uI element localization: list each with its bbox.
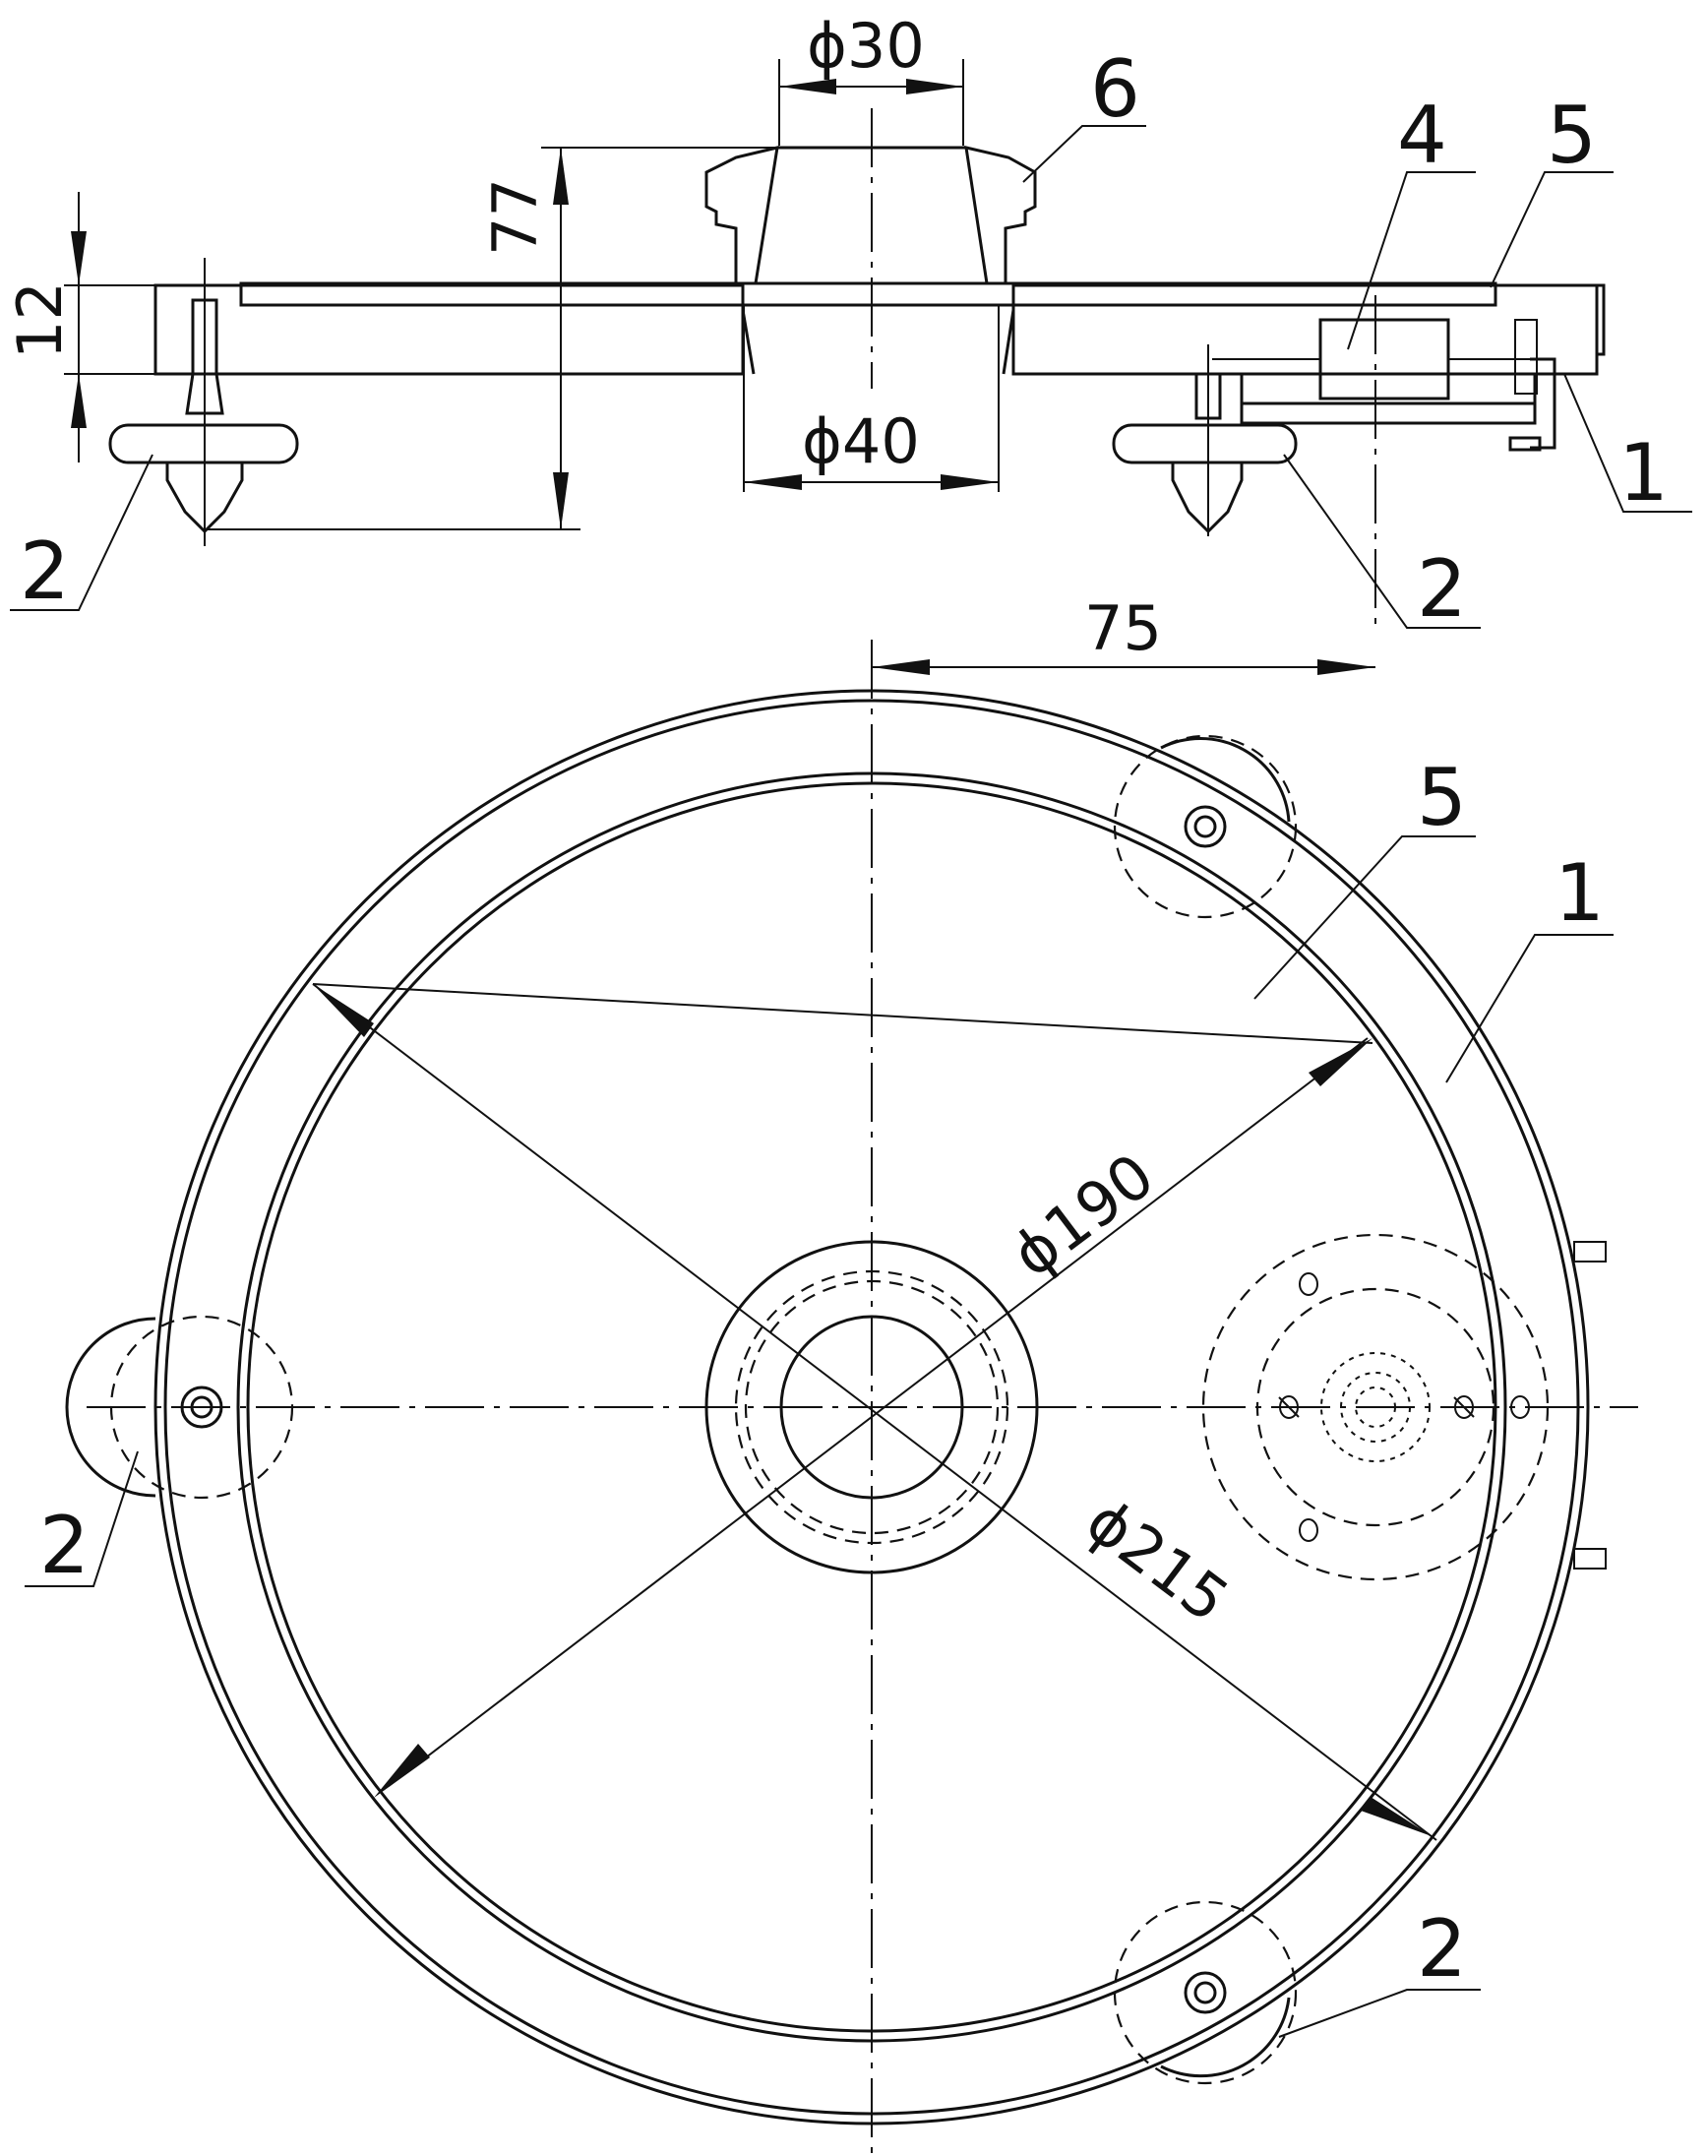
plan-callout-1: 1 <box>1445 847 1614 1083</box>
dim-77: 77 <box>205 147 777 530</box>
callout-2-right: 2 <box>1283 454 1481 635</box>
dim-phi40: ϕ40 <box>743 305 1000 492</box>
dim-phi40-label: ϕ40 <box>802 405 920 477</box>
base-plate-section <box>153 283 1599 376</box>
dim-12-label: 12 <box>4 281 76 359</box>
section-view: ϕ30 ϕ40 77 12 <box>4 10 1692 635</box>
plan-callout-1-label: 1 <box>1555 847 1605 939</box>
inner-plate-outer <box>236 771 1507 2043</box>
callout-2-left: 2 <box>10 454 153 617</box>
dim-phi190-label: ϕ190 <box>999 1140 1167 1291</box>
inner-plate-inner <box>246 781 1497 2033</box>
central-hub <box>704 1240 1039 1574</box>
top-layer-5 <box>239 281 1497 307</box>
plan-view: ϕ190 ϕ215 5 1 2 2 <box>25 640 1638 2156</box>
callout-2-left-label: 2 <box>20 525 70 617</box>
bushing-6 <box>704 146 1037 285</box>
outer-ring-inner <box>163 699 1580 2116</box>
callout-1-label: 1 <box>1618 427 1669 519</box>
dim-phi215: ϕ215 <box>312 983 1437 1841</box>
callout-6: 6 <box>1022 43 1146 183</box>
foot-bottom-plan <box>1113 1900 1298 2085</box>
plan-callout-5: 5 <box>1253 752 1476 1000</box>
outer-ring-outer <box>153 689 1590 2125</box>
plan-callout-2-bottom: 2 <box>1278 1903 1481 2038</box>
callout-4-label: 4 <box>1397 90 1447 181</box>
callout-4: 4 <box>1347 90 1476 350</box>
mechanism-4-plan <box>1201 1233 1607 1581</box>
callout-2-right-label: 2 <box>1417 543 1467 635</box>
leveling-screw-right <box>1112 344 1298 536</box>
dim-phi215-label: ϕ215 <box>1073 1485 1242 1636</box>
callout-5-label: 5 <box>1547 90 1597 181</box>
dim-75-label: 75 <box>1084 592 1162 664</box>
plan-callout-2-bottom-label: 2 <box>1417 1903 1467 1995</box>
callout-5: 5 <box>1490 90 1614 288</box>
plan-callout-2-left: 2 <box>25 1450 139 1591</box>
callout-1: 1 <box>1563 373 1692 519</box>
foot-top-plan <box>1113 734 1298 919</box>
callout-6-label: 6 <box>1090 43 1140 135</box>
plan-callout-5-label: 5 <box>1417 752 1467 843</box>
block-4 <box>1212 283 1606 452</box>
foot-left-plan <box>65 1315 294 1500</box>
dim-75: 75 <box>872 592 1375 675</box>
dim-77-label: 77 <box>479 178 551 256</box>
dim-12: 12 <box>4 192 155 462</box>
dim-phi30: ϕ30 <box>778 10 964 146</box>
leveling-screw-left <box>108 258 299 546</box>
dim-phi30-label: ϕ30 <box>807 10 925 82</box>
plan-callout-2-left-label: 2 <box>39 1500 90 1591</box>
